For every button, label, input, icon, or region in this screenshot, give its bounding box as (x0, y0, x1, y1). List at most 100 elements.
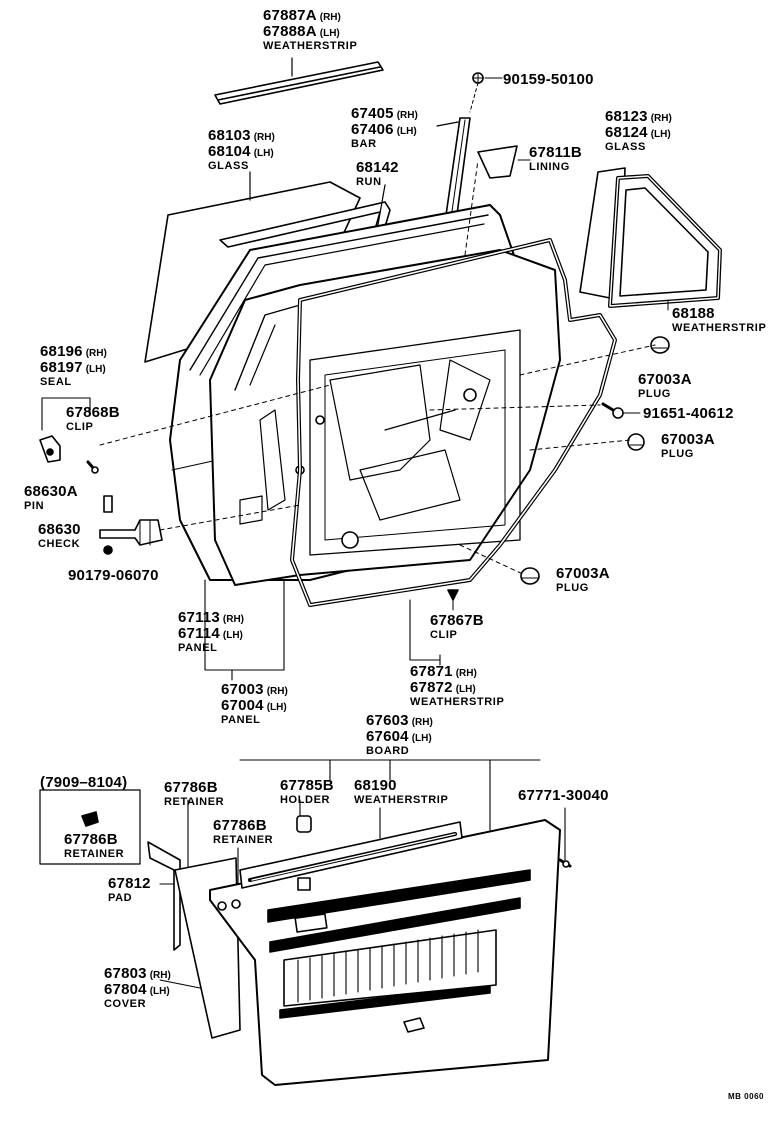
part-number: 68103 (208, 127, 251, 144)
callout-bolt-mid: 91651-40612 (643, 406, 734, 422)
part-number: 90179-06070 (68, 567, 159, 584)
part-number: 68124 (605, 124, 648, 141)
side-suffix: (RH) (396, 110, 418, 121)
check-68630-part (99, 519, 163, 555)
side-suffix: (LH) (266, 702, 287, 713)
side-suffix: (LH) (396, 126, 417, 137)
callout-weatherstrip-top: 67887A(RH) 67888A(LH) WEATHERSTRIP (263, 8, 357, 52)
callout-clip-68: 67868B CLIP (66, 405, 120, 433)
callout-panel-outer: 67003(RH) 67004(LH) PANEL (221, 682, 288, 726)
part-caption: WEATHERSTRIP (672, 322, 767, 334)
part-number: 90159-50100 (503, 71, 594, 88)
side-suffix: (LH) (253, 148, 274, 159)
callout-bolt-top: 90159-50100 (503, 72, 594, 88)
side-suffix: (RH) (650, 113, 672, 124)
part-caption: BAR (351, 138, 377, 150)
part-number: 67887A (263, 7, 317, 24)
part-number: 67004 (221, 697, 264, 714)
part-caption: LINING (529, 161, 570, 173)
callout-run: 68142 RUN (356, 160, 399, 188)
top-weatherstrip-part (214, 57, 384, 105)
part-number: 68104 (208, 143, 251, 160)
part-caption: RUN (356, 176, 382, 188)
dashed-leaders (99, 159, 656, 576)
side-suffix: (RH) (411, 717, 433, 728)
callout-retainer-2: 67786B RETAINER (213, 818, 273, 846)
callout-glass-main: 68103(RH) 68104(LH) GLASS (208, 128, 275, 172)
retainer-variant-box (39, 789, 141, 865)
callout-weatherstrip-door: 67871(RH) 67872(LH) WEATHERSTRIP (410, 664, 504, 708)
lining-part (477, 145, 531, 179)
part-number: 67871 (410, 663, 453, 680)
callout-screw-board: 67771-30040 (518, 788, 609, 804)
side-suffix: (LH) (650, 129, 671, 140)
callout-weatherstrip-board: 68190 WEATHERSTRIP (354, 778, 448, 806)
part-caption: GLASS (208, 160, 249, 172)
part-number: 67786B (213, 817, 267, 834)
part-number: 68197 (40, 359, 83, 376)
callout-board: 67603(RH) 67604(LH) BOARD (366, 713, 433, 757)
part-number: 67786B (164, 779, 218, 796)
part-caption: PANEL (178, 642, 218, 654)
door-weatherstrip-part (290, 238, 617, 607)
part-number: 68142 (356, 159, 399, 176)
side-suffix: (RH) (266, 686, 288, 697)
part-number: 67604 (366, 728, 409, 745)
part-number: 67786B (64, 831, 118, 848)
part-caption: RETAINER (213, 834, 274, 846)
clip-67868-part (39, 435, 99, 474)
part-caption: PANEL (221, 714, 261, 726)
callout-glass-rear: 68123(RH) 68124(LH) GLASS (605, 109, 672, 153)
part-caption: PAD (108, 892, 133, 904)
callout-holder: 67785B HOLDER (280, 778, 334, 806)
part-number: 67603 (366, 712, 409, 729)
part-caption: PIN (24, 500, 45, 512)
side-suffix: (LH) (149, 986, 170, 997)
part-caption: COVER (104, 998, 147, 1010)
side-suffix: (RH) (319, 12, 341, 23)
side-suffix: (LH) (222, 630, 243, 641)
part-number: 68630 (38, 521, 81, 538)
bolt-91651-part (601, 402, 641, 419)
part-number: 67872 (410, 679, 453, 696)
callout-lining: 67811B LINING (529, 145, 582, 173)
part-number: 67785B (280, 777, 334, 794)
callout-check: 68630 CHECK (38, 522, 81, 550)
trim-board-part (147, 815, 572, 1086)
callout-date-range: (7909–8104) (40, 775, 127, 791)
bolt-90159-part (469, 72, 503, 113)
part-number: 68630A (24, 483, 78, 500)
part-number: 67406 (351, 121, 394, 138)
plug-3-part (520, 567, 540, 585)
plug-2-part (627, 433, 645, 451)
part-caption: RETAINER (64, 848, 125, 860)
part-number: 68123 (605, 108, 648, 125)
clip-67867-part (447, 589, 459, 611)
part-caption: WEATHERSTRIP (354, 794, 449, 806)
diagram-code: MB 0060 (728, 1092, 764, 1101)
part-number: 67003A (556, 565, 610, 582)
part-caption: RETAINER (164, 796, 225, 808)
callout-retainer-box: 67786B RETAINER (64, 832, 124, 860)
part-caption: CLIP (430, 629, 458, 641)
part-caption: WEATHERSTRIP (263, 40, 358, 52)
part-number: 67003A (638, 371, 692, 388)
part-number: 67868B (66, 404, 120, 421)
part-caption: SEAL (40, 376, 72, 388)
side-suffix: (LH) (85, 364, 106, 375)
part-number: 67114 (178, 625, 220, 642)
part-number: 67811B (529, 144, 582, 161)
part-caption: CLIP (66, 421, 94, 433)
plug-1-part (650, 336, 670, 354)
pin-68630A-part (103, 495, 113, 513)
part-number: 67003A (661, 431, 715, 448)
part-number: 67771-30040 (518, 787, 609, 804)
part-caption: WEATHERSTRIP (410, 696, 505, 708)
callout-plug-2: 67003A PLUG (661, 432, 715, 460)
callout-plug-3: 67003A PLUG (556, 566, 610, 594)
side-suffix: (LH) (411, 733, 432, 744)
callout-panel-inner: 67113(RH) 67114(LH) PANEL (178, 610, 244, 654)
part-caption: GLASS (605, 141, 646, 153)
